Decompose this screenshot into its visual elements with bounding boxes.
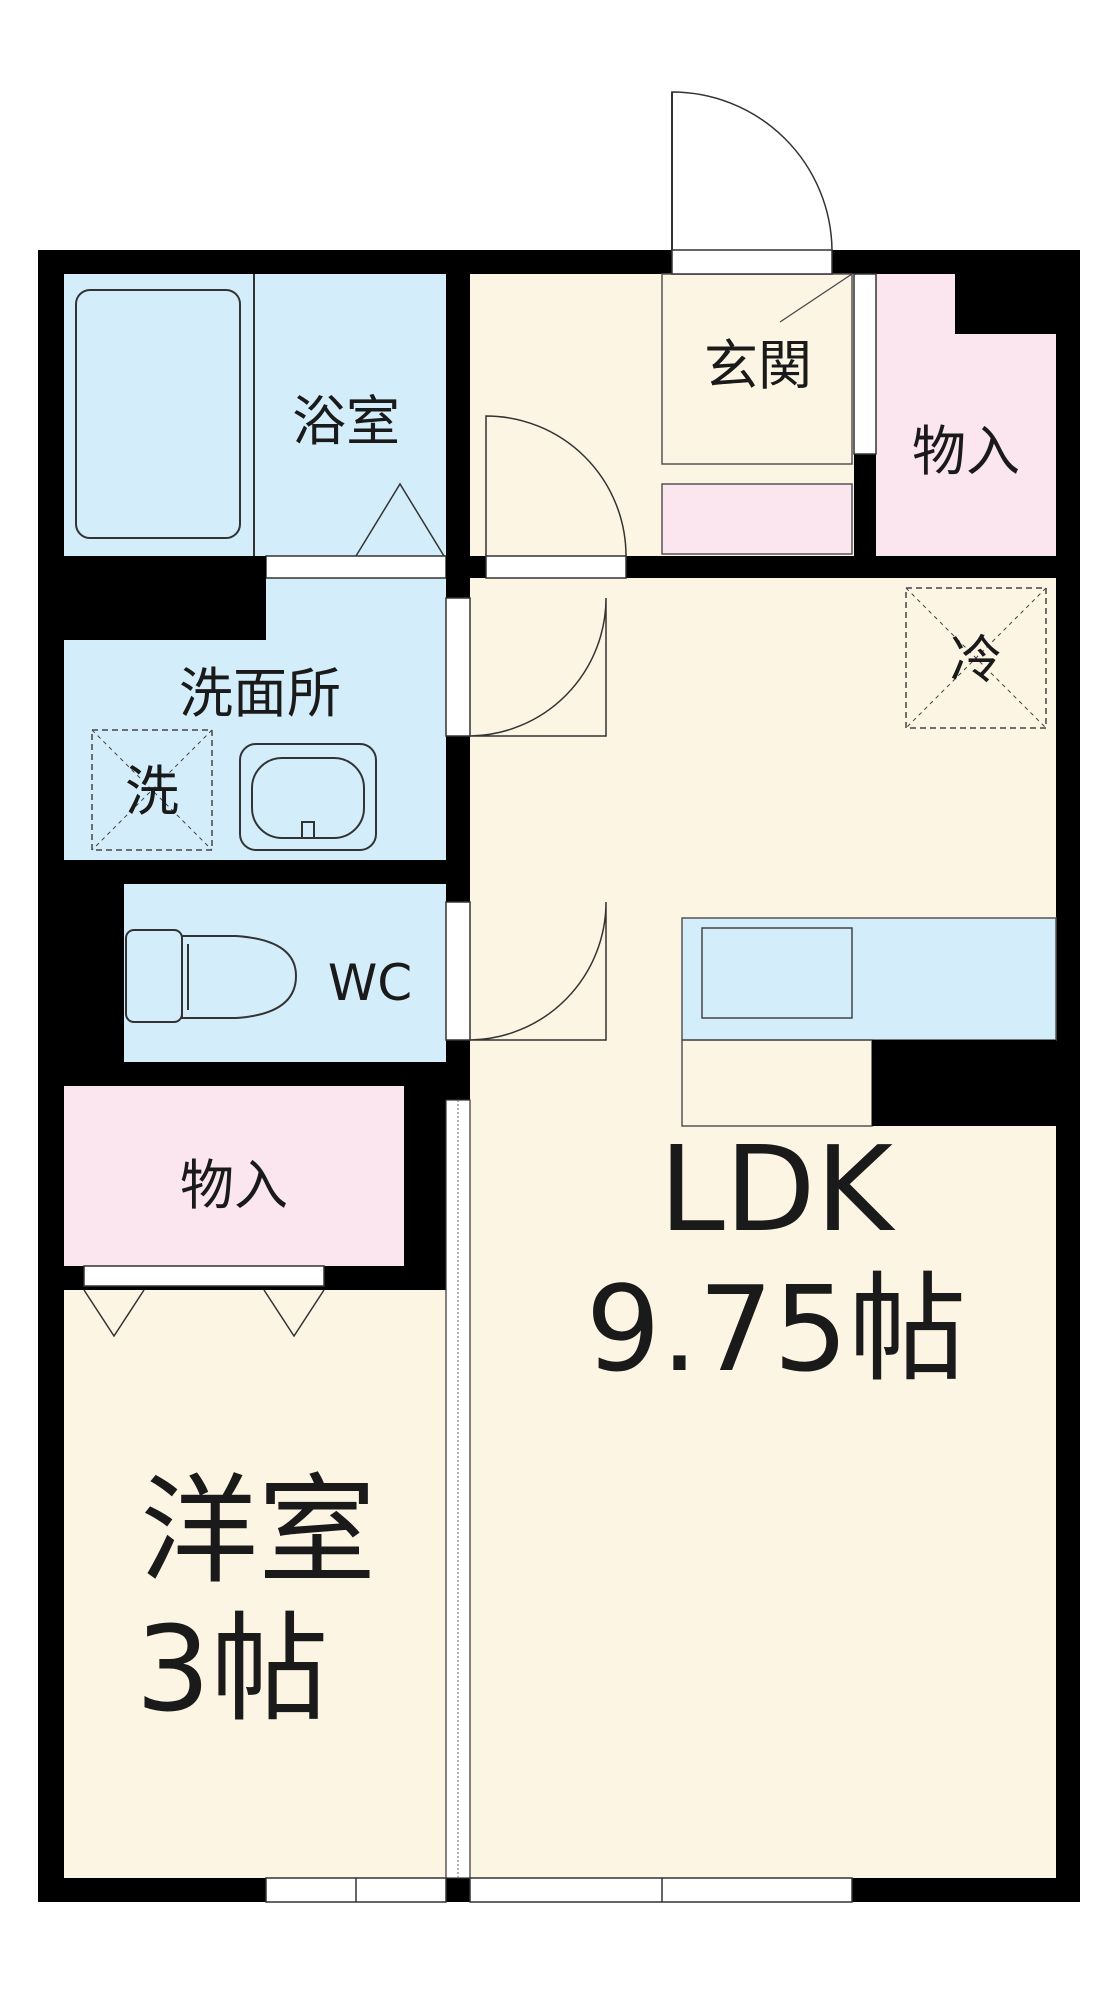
shoe-cabinet	[661, 483, 853, 555]
wall-wash-wc	[64, 860, 446, 884]
label-entrance: 玄関	[704, 334, 812, 397]
genkan-floor	[661, 273, 853, 465]
label-storage-entrance: 物入	[912, 420, 1020, 483]
label-western-name: 洋室	[140, 1462, 376, 1600]
storage-entrance-room	[876, 274, 1056, 556]
storage-west-room	[64, 1086, 404, 1266]
wall-wc-storage	[64, 1062, 446, 1086]
washroom-door-swing	[469, 597, 607, 737]
label-bath: 浴室	[292, 390, 400, 453]
bathtub	[75, 289, 241, 539]
wc-door-swing	[469, 901, 607, 1041]
kitchen-pillar	[872, 1040, 1056, 1126]
label-western-size: 3帖	[135, 1600, 328, 1738]
kitchen-sink	[701, 927, 853, 1019]
washer-pan	[91, 729, 213, 851]
hall-door-swing	[485, 415, 627, 557]
bath-door-swing	[355, 482, 445, 557]
label-washer: 洗	[125, 760, 179, 823]
storage-west-door	[83, 1289, 145, 1338]
label-washroom: 洗面所	[179, 662, 341, 725]
label-ldk-name: LDK	[659, 1120, 896, 1258]
ldk-room-left-strip	[470, 1040, 872, 1130]
wall-bath-wash	[64, 556, 266, 640]
front-door-swing	[671, 91, 833, 251]
wall-wc-left	[64, 884, 124, 1062]
front-door-opening	[671, 249, 833, 275]
storage-corner-pillar	[955, 274, 1056, 334]
label-fridge: 冷	[950, 631, 1002, 691]
toilet	[125, 929, 298, 1023]
fridge-space	[905, 587, 1047, 729]
window-ldk	[469, 1877, 853, 1903]
label-ldk-size: 9.75帖	[586, 1260, 967, 1398]
label-storage-west: 物入	[180, 1154, 288, 1217]
wall-storage-east	[404, 1086, 446, 1290]
ldk-room-lower	[470, 1126, 1056, 1878]
western-room	[64, 1290, 446, 1878]
label-wc: WC	[328, 954, 412, 1012]
